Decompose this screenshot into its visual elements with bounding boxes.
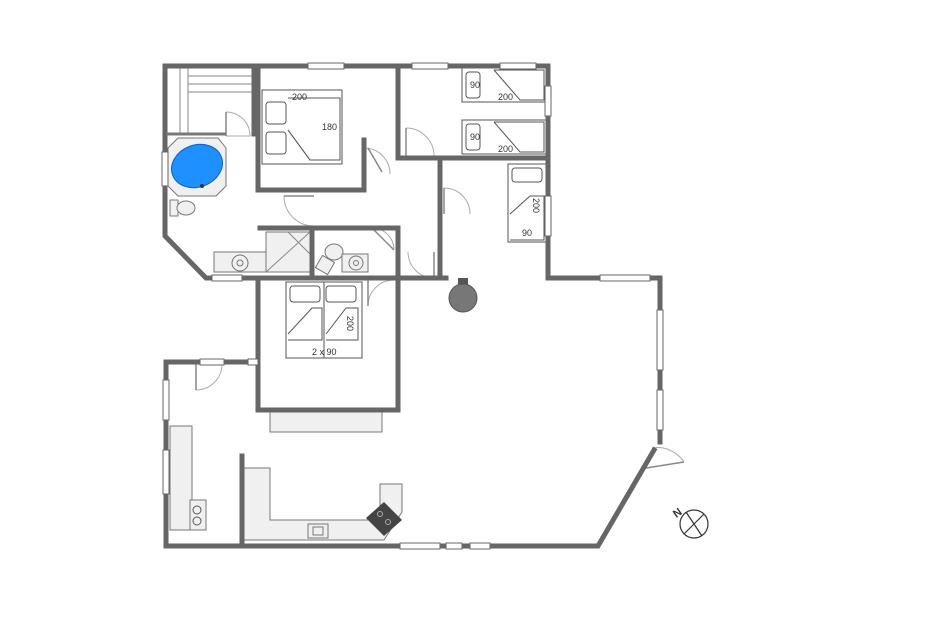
compass: N	[671, 506, 709, 539]
sink-wc	[341, 253, 369, 273]
toilet-wc	[314, 243, 344, 276]
double-bed-bottom: 200 2 x 90	[285, 281, 363, 359]
kitchen	[169, 425, 403, 541]
twin-bed-mid: 90 200	[461, 119, 547, 155]
master-bed-length: 200	[292, 92, 307, 102]
twin-bed-top: 90 200	[461, 67, 547, 103]
twin-bed-top-length: 200	[498, 92, 513, 102]
double-bed-width-label: 2 x 90	[312, 347, 337, 357]
sauna-room	[168, 68, 254, 134]
double-bed-length: 200	[345, 316, 355, 331]
master-bed: 200 180	[261, 89, 343, 165]
master-bed-width: 180	[322, 122, 337, 132]
toilet-bath	[169, 199, 196, 217]
twin-bed-mid-length: 200	[498, 144, 513, 154]
sink-bath	[213, 251, 267, 273]
twin-bed-top-width: 90	[470, 80, 480, 90]
bathtub	[167, 137, 227, 197]
wood-stove	[448, 278, 478, 313]
windows	[161, 62, 664, 550]
twin-bed-mid-width: 90	[470, 132, 480, 142]
single-bed-right: 200 90	[507, 163, 547, 243]
single-bed-right-length: 200	[531, 198, 541, 213]
bay-window-bench	[269, 409, 383, 433]
shower	[265, 231, 311, 273]
walls	[162, 63, 663, 549]
single-bed-right-width: 90	[522, 228, 532, 238]
